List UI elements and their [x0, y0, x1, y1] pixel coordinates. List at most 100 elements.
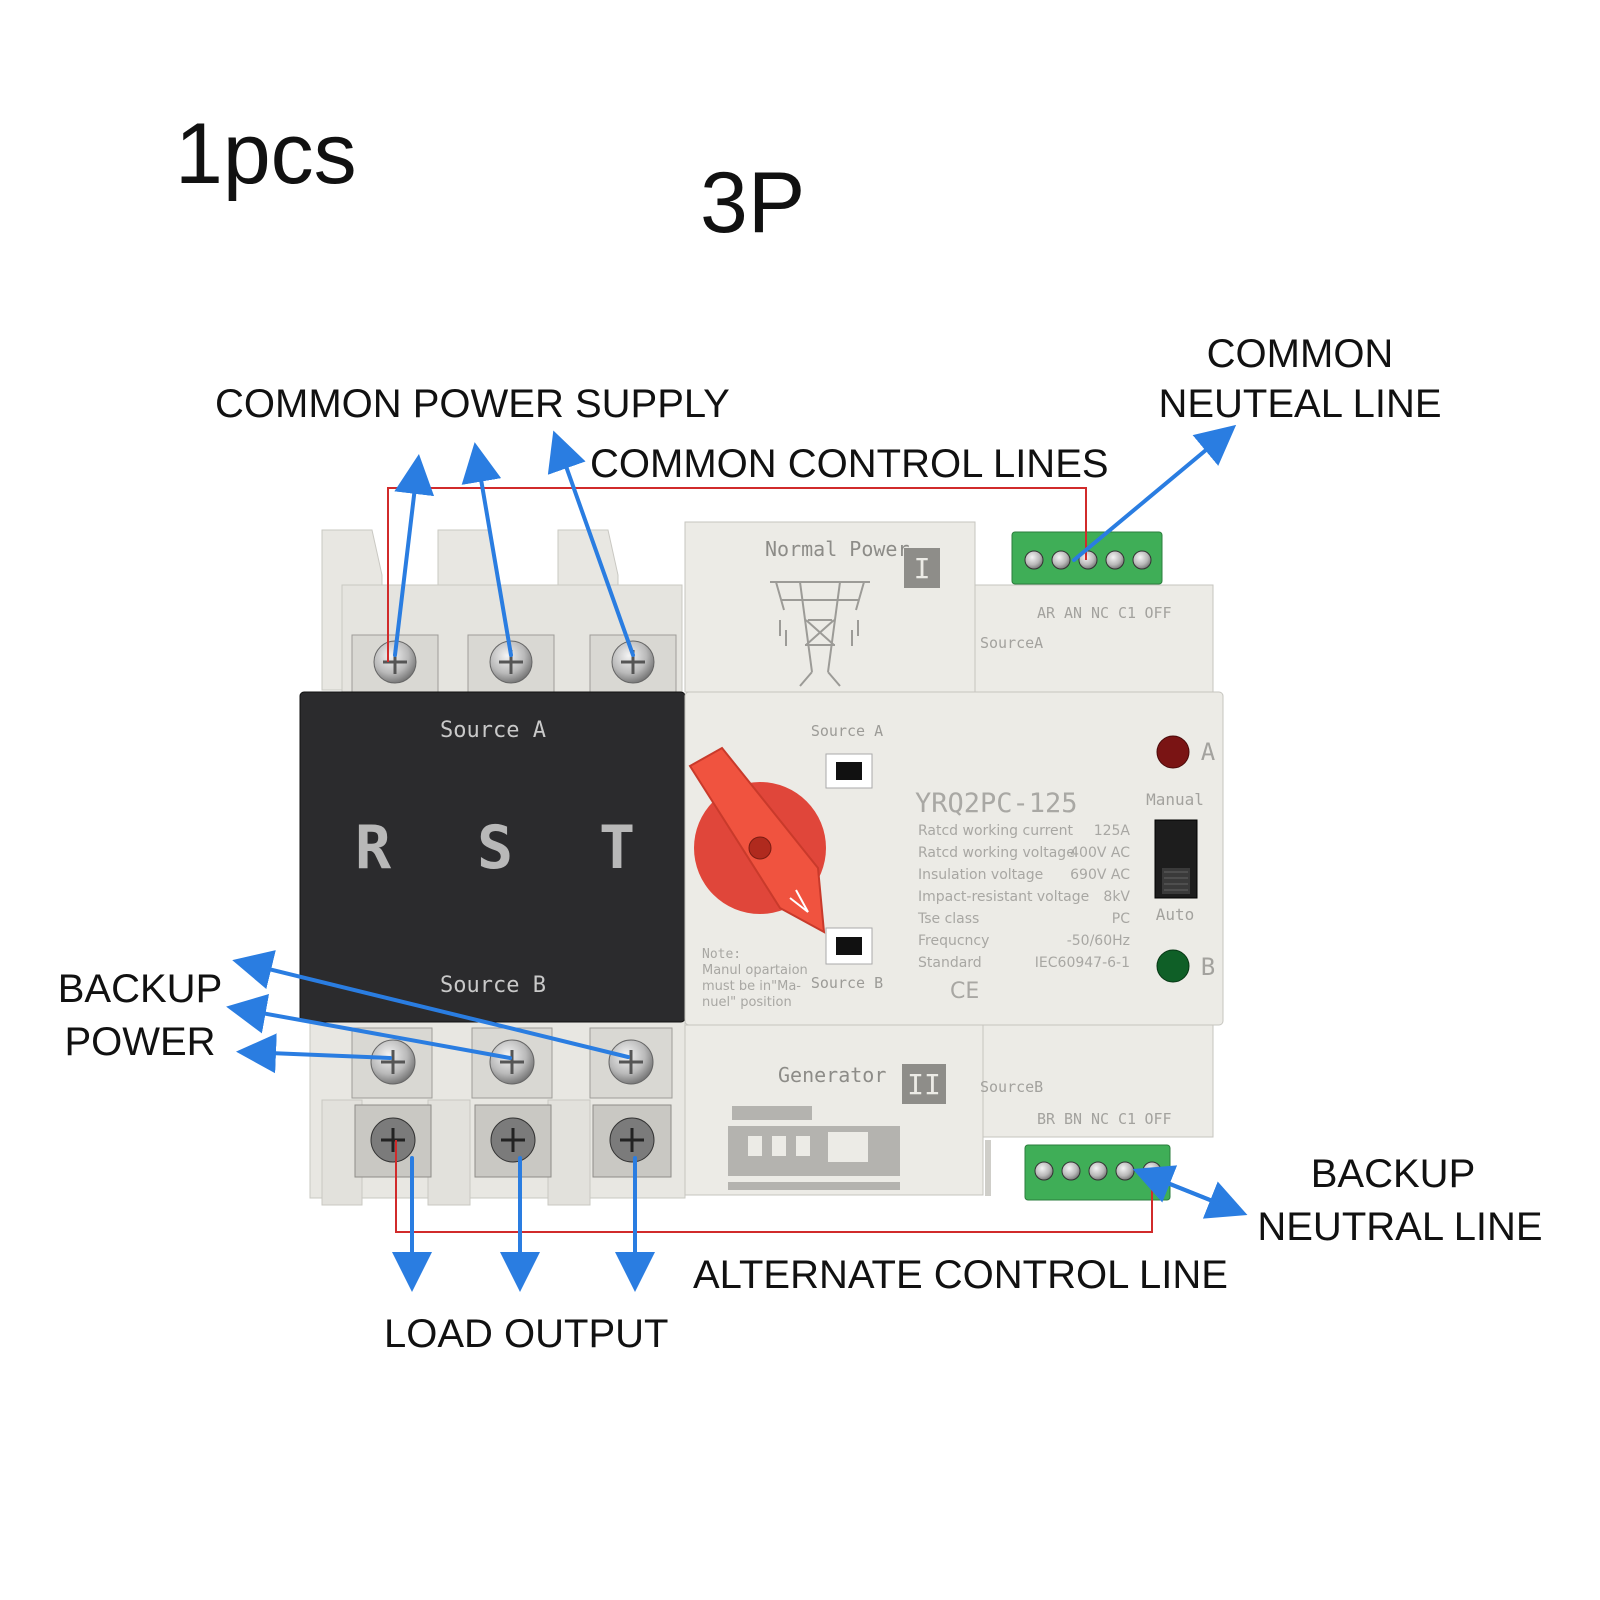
backup-neutral-line-label: NEUTRAL LINE	[1257, 1205, 1542, 1249]
spec-name: Tse class	[917, 911, 979, 927]
backup-neutral-line-label: BACKUP	[1311, 1152, 1476, 1196]
generator-icon	[728, 1106, 900, 1190]
source-b-small-label: SourceB	[980, 1078, 1043, 1096]
indicator-a-label: A	[1201, 738, 1216, 766]
terminal-label: NC	[1091, 604, 1109, 622]
spec-value: 400V AC	[1070, 845, 1130, 861]
terminal-label: OFF	[1144, 1110, 1171, 1128]
terminal-screw-icon[interactable]	[1051, 550, 1071, 570]
terminal-label: AN	[1064, 604, 1082, 622]
common-neutral-line-label: NEUTEAL LINE	[1158, 382, 1441, 426]
arrow-icon	[236, 1033, 392, 1074]
arrow-icon	[226, 994, 512, 1060]
spec-name: Ratcd working voltage	[918, 845, 1075, 861]
note-title: Note:	[702, 947, 741, 962]
arrow-icon	[1132, 1165, 1242, 1214]
spec-name: Frequcncy	[918, 933, 989, 949]
panel-source-a-label: Source A	[811, 722, 883, 740]
section-two-label: II	[907, 1068, 941, 1101]
load-output-label: LOAD OUTPUT	[384, 1312, 668, 1356]
common-control-lines-label: COMMON CONTROL LINES	[590, 442, 1109, 486]
quantity-label: 1pcs	[175, 106, 357, 202]
arrow-icon	[461, 442, 513, 657]
terminal-label: AR	[1037, 604, 1056, 622]
panel-source-b-label: Source B	[811, 974, 883, 992]
spec-value: -50/60Hz	[1067, 933, 1130, 949]
source-a-module: Normal Power I AR AN NC C1 OFF SourceA	[684, 521, 1214, 693]
front-panel: Source A Source B Note: Manul opartaion …	[684, 691, 1224, 1026]
transfer-handle[interactable]	[688, 746, 826, 934]
terminal-label: BR	[1037, 1110, 1056, 1128]
arrow-icon	[547, 430, 635, 657]
note-line: Manul opartaion	[702, 963, 808, 978]
cover-source-b-label: Source B	[440, 973, 546, 998]
common-control-wire	[387, 487, 1087, 662]
spec-value: 125A	[1094, 823, 1131, 839]
spec-value: 690V AC	[1070, 867, 1130, 883]
terminal-screw-icon[interactable]	[1132, 550, 1152, 570]
common-power-supply-label: COMMON POWER SUPPLY	[215, 382, 730, 426]
phase-r-label: R	[355, 813, 392, 883]
phase-t-label: T	[599, 813, 635, 883]
terminal-label: NC	[1091, 1110, 1109, 1128]
screw-icon[interactable]	[370, 1039, 416, 1085]
source-a-small-label: SourceA	[980, 634, 1043, 652]
screw-icon[interactable]	[611, 640, 655, 684]
screw-icon[interactable]	[370, 1117, 416, 1163]
power-pylon-icon	[770, 581, 870, 687]
terminal-label: BN	[1064, 1110, 1082, 1128]
generator-label: Generator	[778, 1063, 886, 1087]
indicator-b-led-icon	[1156, 949, 1190, 983]
terminal-label: C1	[1118, 604, 1136, 622]
terminal-screw-icon[interactable]	[1105, 550, 1125, 570]
common-neutral-line-label: COMMON	[1207, 332, 1394, 376]
indicator-a-led-icon	[1156, 735, 1190, 769]
arrow-icon	[393, 454, 435, 657]
screw-icon[interactable]	[489, 1039, 535, 1085]
terminal-screw-icon[interactable]	[1115, 1161, 1135, 1181]
model-label: YRQ2PC-125	[915, 788, 1078, 819]
terminal-screw-icon[interactable]	[1088, 1161, 1108, 1181]
ce-mark: CE	[950, 979, 979, 1004]
note-line: must be in"Ma-	[702, 979, 801, 994]
indicator-b-label: B	[1201, 953, 1215, 981]
normal-power-label: Normal Power	[765, 537, 910, 561]
screw-icon[interactable]	[490, 1117, 536, 1163]
terminal-screw-icon[interactable]	[1078, 550, 1098, 570]
spec-name: Impact-resistant voltage	[918, 889, 1089, 905]
mode-auto-label: Auto	[1156, 905, 1195, 924]
terminal-screw-icon[interactable]	[1034, 1161, 1054, 1181]
spec-value: PC	[1112, 911, 1130, 927]
note-line: nuel" position	[702, 995, 792, 1010]
screw-icon[interactable]	[489, 640, 533, 684]
backup-power-label: BACKUP	[58, 967, 223, 1011]
poles-label: 3P	[700, 155, 805, 251]
mode-switch[interactable]	[1154, 819, 1198, 899]
arrow-icon	[1072, 424, 1237, 562]
spec-value: 8kV	[1103, 889, 1130, 905]
spec-table: Ratcd working current 125A Ratcd working…	[917, 823, 1130, 971]
section-one-label: I	[914, 552, 931, 585]
terminal-screw-icon[interactable]	[1024, 550, 1044, 570]
terminal-label: C1	[1118, 1110, 1136, 1128]
spec-value: IEC60947-6-1	[1035, 955, 1130, 971]
callout-arrows	[226, 424, 1248, 1292]
mode-manual-label: Manual	[1146, 790, 1204, 809]
terminal-screw-icon[interactable]	[1061, 1161, 1081, 1181]
backup-power-label: POWER	[64, 1020, 215, 1064]
source-b-module: Generator II SourceB BR BN NC C1 OFF	[684, 1024, 1214, 1201]
spec-name: Insulation voltage	[918, 867, 1043, 883]
spec-name: Standard	[918, 955, 982, 971]
screw-icon[interactable]	[609, 1117, 655, 1163]
spec-name: Ratcd working current	[918, 823, 1074, 839]
source-b-control-terminal-block	[985, 1140, 1171, 1201]
arrow-down-icon	[789, 889, 809, 913]
cover-source-a-label: Source A	[440, 718, 546, 743]
section-two-badge	[902, 1064, 946, 1104]
screw-icon[interactable]	[608, 1039, 654, 1085]
load-output-terminals	[354, 1104, 672, 1178]
section-one-badge	[904, 548, 940, 588]
arrow-icon	[232, 950, 630, 1059]
terminal-label: OFF	[1144, 604, 1171, 622]
